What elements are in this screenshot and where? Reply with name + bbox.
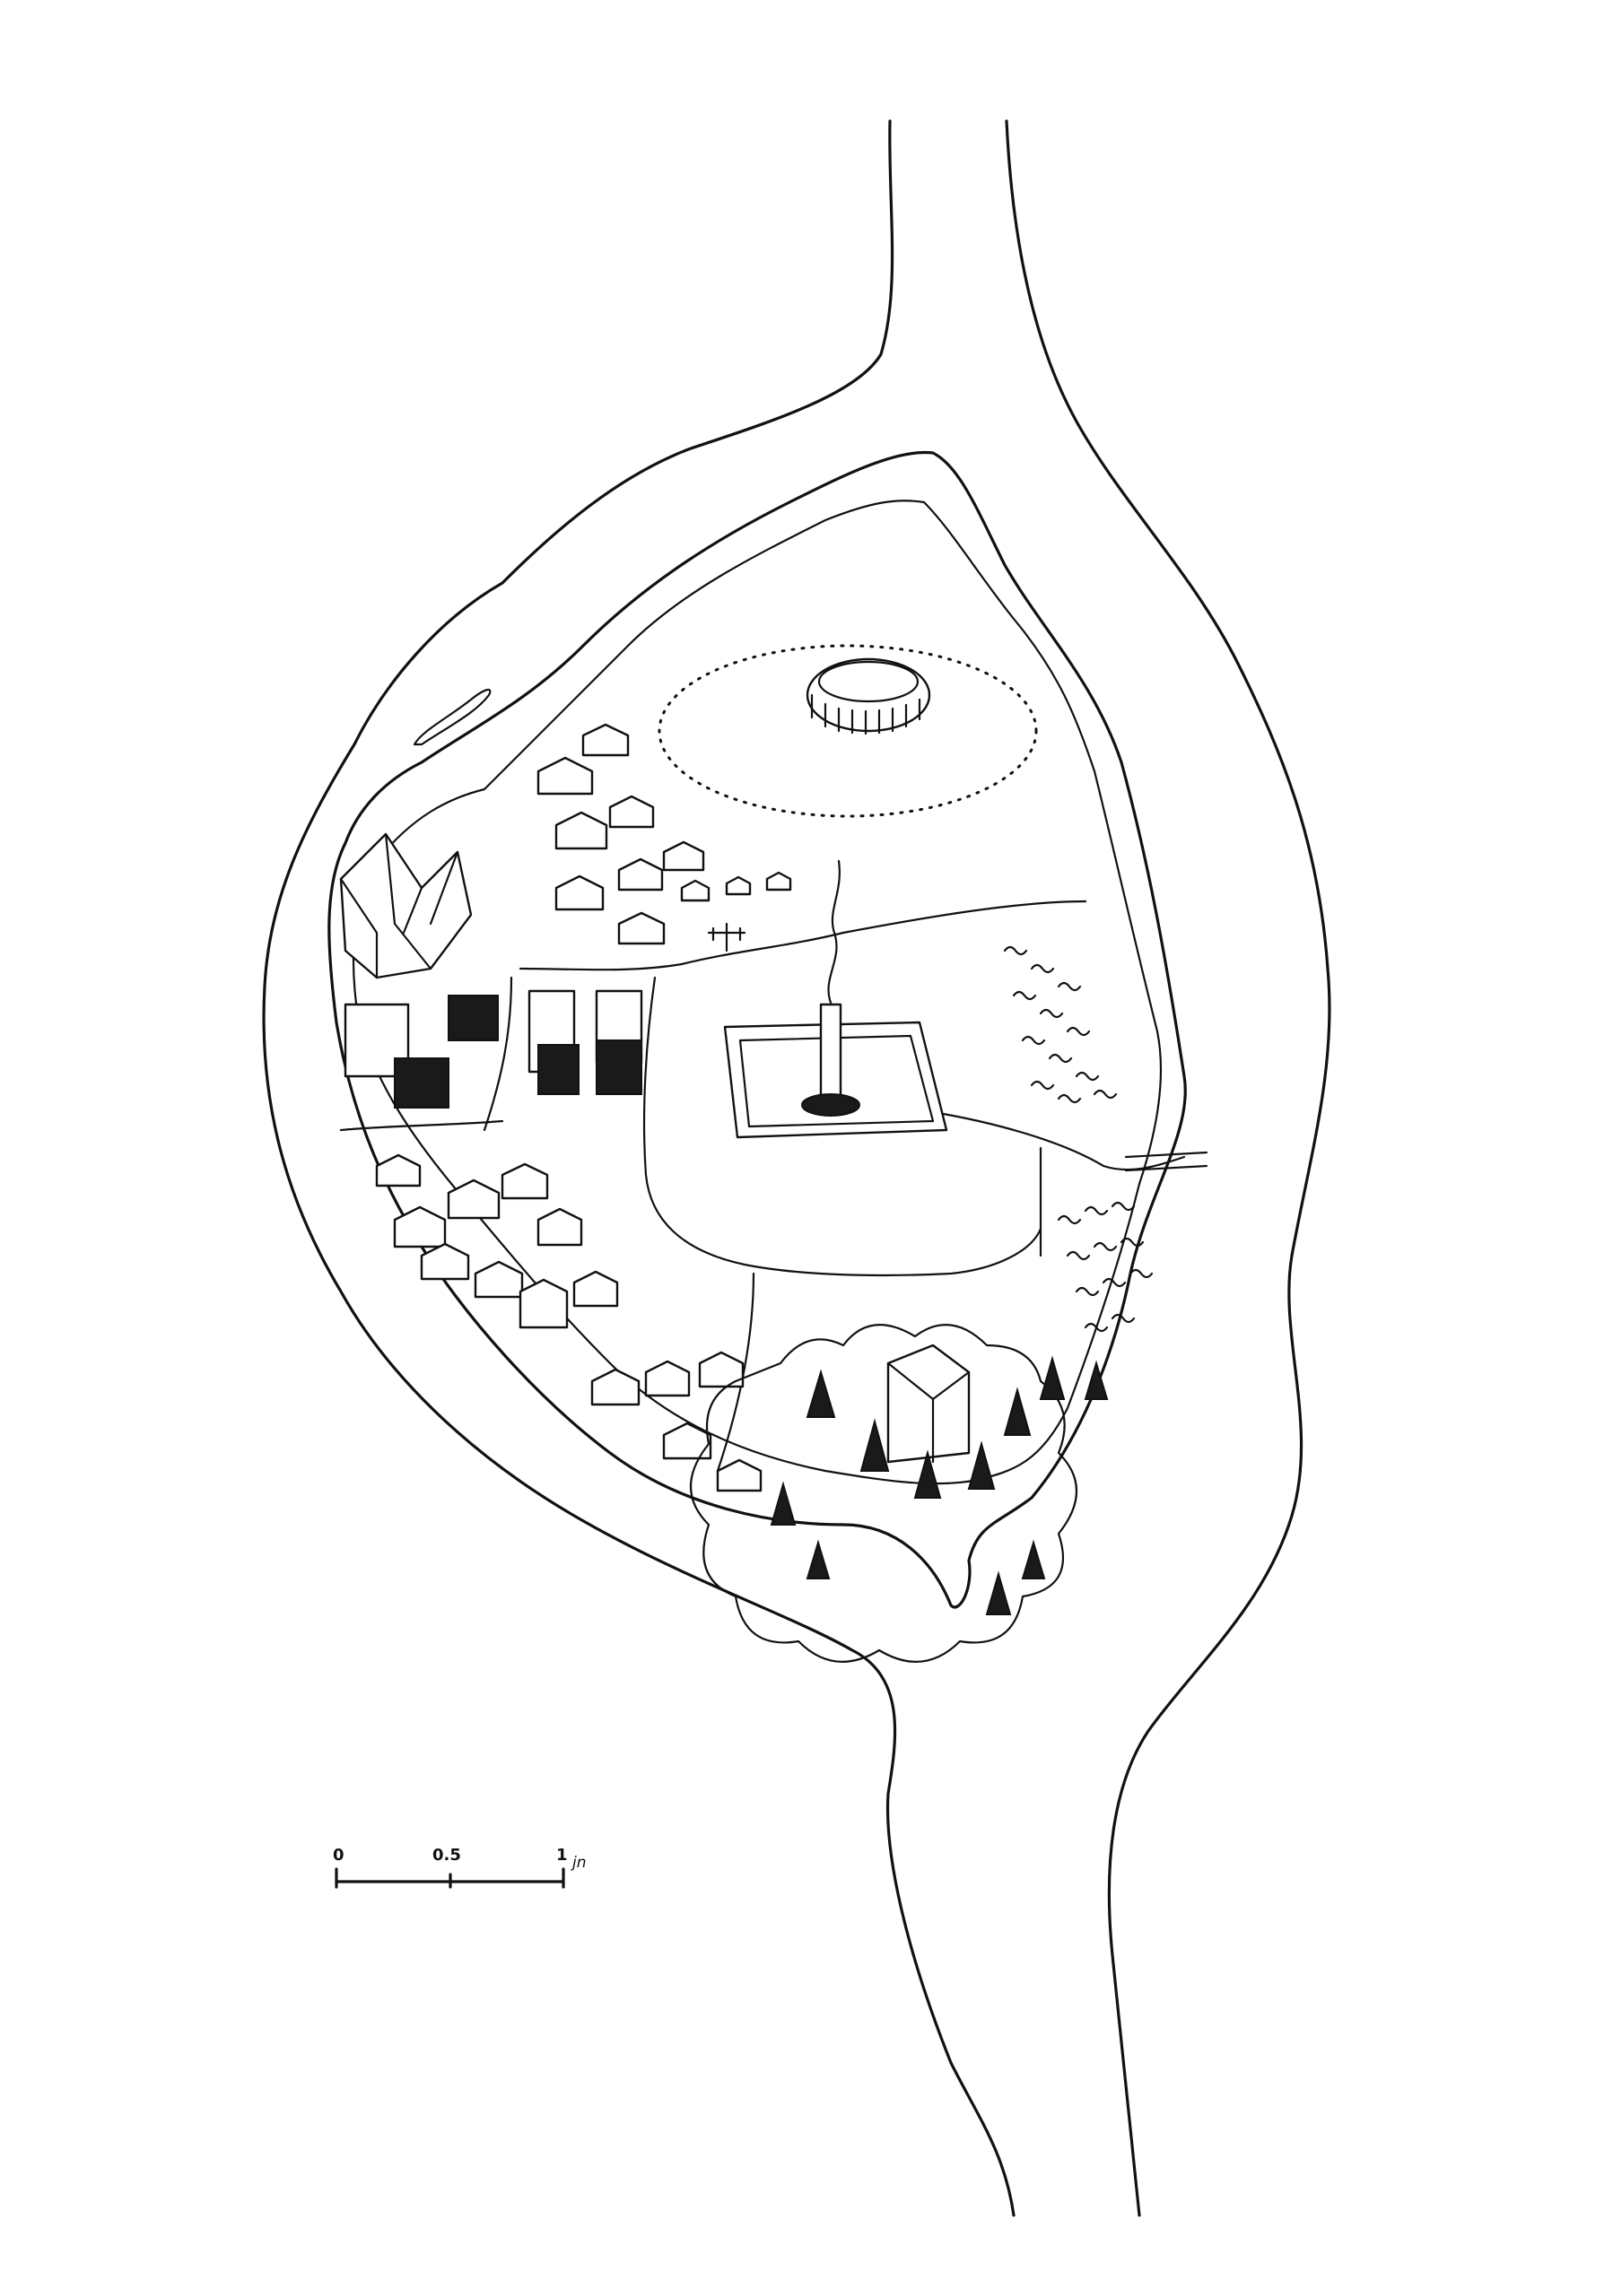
village-southwest: [375, 1153, 763, 1492]
signpost-icon: [707, 922, 746, 952]
house: [617, 911, 666, 945]
house: [590, 1368, 641, 1406]
house: [375, 1153, 422, 1187]
river-bank-east: [1005, 119, 1331, 2217]
house: [420, 1242, 470, 1281]
road-north: [519, 900, 1087, 971]
castle: [886, 1344, 971, 1464]
road-center-loop: [642, 976, 1042, 1277]
house: [501, 1162, 549, 1200]
tower-base-hole: [801, 1093, 860, 1117]
village-west-blocks: [344, 989, 643, 1109]
house: [393, 1205, 447, 1248]
house: [662, 1422, 712, 1460]
house: [572, 1270, 619, 1308]
district-roads: [339, 900, 1208, 1473]
house: [536, 756, 594, 796]
hut: [680, 879, 711, 902]
house: [581, 723, 630, 757]
house: [716, 1458, 763, 1492]
crystal-cluster: [339, 832, 473, 979]
tower-shaft: [819, 1003, 842, 1105]
road-west-inner: [483, 976, 513, 1132]
house: [554, 811, 608, 850]
orchard-icon: [1003, 945, 1154, 1333]
forest-icon: [690, 1324, 1109, 1663]
orchard-rows: [1003, 945, 1118, 1104]
scale-label-0: 0: [333, 1846, 344, 1865]
house: [608, 795, 655, 829]
ring-road: [352, 500, 1163, 1485]
dark-block: [394, 1057, 449, 1109]
village-north: [536, 723, 792, 945]
colosseum-arches: [810, 693, 921, 735]
scale-bar: 0 0.5 1 jn: [333, 1846, 587, 1889]
scale-unit: jn: [571, 1854, 587, 1872]
house: [617, 857, 664, 891]
hut: [765, 871, 792, 891]
orchard-rows-south: [1057, 1201, 1154, 1333]
house: [474, 1260, 524, 1299]
colosseum-field: [658, 644, 1038, 818]
scale-label-1: 1: [556, 1846, 568, 1865]
house: [698, 1351, 745, 1388]
house: [447, 1178, 501, 1220]
road-west-div: [339, 1119, 504, 1132]
tower-smoke: [827, 859, 841, 1004]
east-inlet: [1124, 1151, 1208, 1172]
river: [262, 119, 1331, 2217]
road-east: [931, 1110, 1186, 1171]
crystal-facets: [339, 832, 459, 979]
house: [536, 1207, 583, 1247]
tower-wall-inner: [738, 1034, 935, 1128]
hut: [725, 875, 752, 896]
castle-roof: [886, 1361, 971, 1464]
river-bank-west: [262, 119, 1016, 2217]
river-islet: [413, 688, 492, 746]
tower-icon: [723, 859, 948, 1139]
dark-block: [448, 995, 499, 1041]
pine-trees: [770, 1355, 1109, 1615]
colosseum-icon: [658, 644, 1038, 818]
dark-block: [537, 1044, 580, 1095]
block-building: [344, 1003, 410, 1078]
house: [519, 1278, 569, 1329]
scale-ticks: [335, 1867, 565, 1889]
island: [327, 450, 1187, 1609]
forest-canopy: [690, 1324, 1077, 1663]
dark-block: [596, 1039, 642, 1095]
colosseum-inner: [817, 660, 920, 703]
house: [554, 874, 605, 911]
signpost: [707, 922, 746, 952]
scale-label-0-5: 0.5: [432, 1846, 461, 1865]
house: [662, 840, 705, 872]
island-shore: [327, 450, 1187, 1609]
house: [644, 1360, 691, 1397]
crystal-icon: [339, 832, 473, 979]
